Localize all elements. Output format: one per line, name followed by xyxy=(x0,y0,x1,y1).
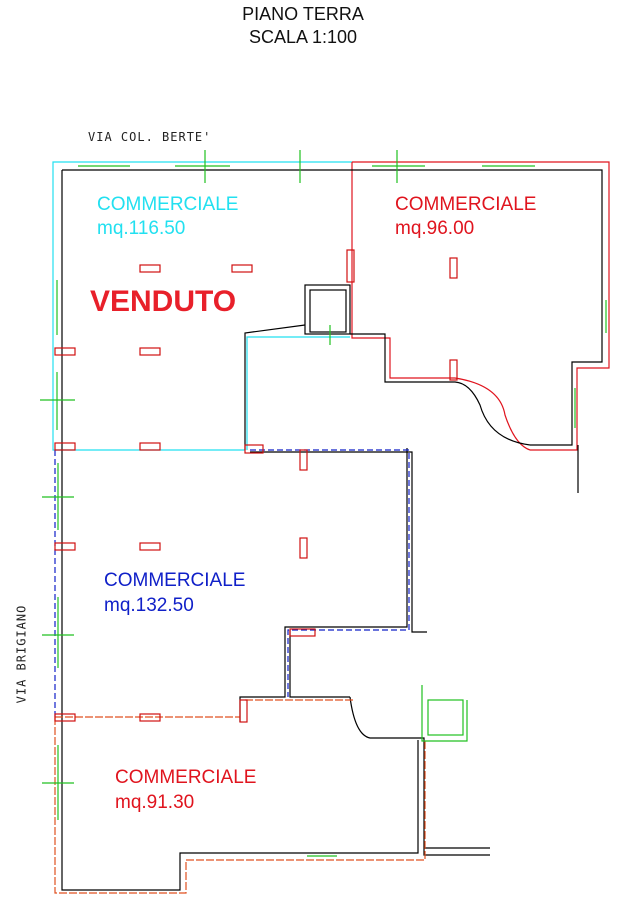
unit-2-boundary xyxy=(351,161,610,451)
plan-title: PIANO TERRA xyxy=(242,4,364,24)
unit-2-type: COMMERCIALE xyxy=(395,194,537,215)
plan-scale: SCALA 1:100 xyxy=(248,27,358,47)
unit-4-boundary xyxy=(54,699,426,894)
windows xyxy=(40,150,607,857)
pillars xyxy=(54,249,458,723)
unit-3-boundary xyxy=(54,449,410,717)
unit-2-area: mq.96.00 xyxy=(395,218,475,239)
unit-3-area: mq.132.50 xyxy=(104,595,194,616)
street-label-top: VIA COL. BERTE' xyxy=(88,130,212,144)
unit-4-area: mq.91.30 xyxy=(115,792,195,813)
unit-1-area: mq.116.50 xyxy=(97,218,186,239)
unit-3-type: COMMERCIALE xyxy=(104,570,246,591)
unit-4-type: COMMERCIALE xyxy=(115,767,257,788)
sold-label: VENDUTO xyxy=(90,285,237,318)
walls xyxy=(61,169,603,891)
unit-1-type: COMMERCIALE xyxy=(97,194,239,215)
